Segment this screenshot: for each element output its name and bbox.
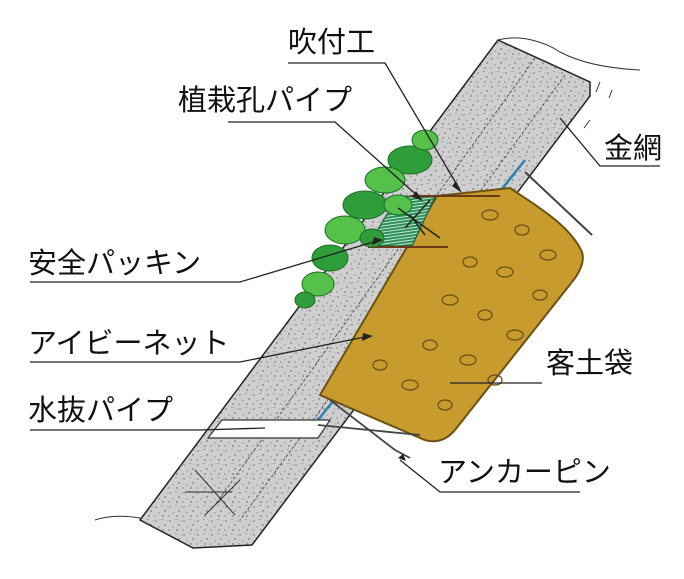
soil-bag (318, 186, 584, 443)
anchor-pins-lower (317, 399, 421, 459)
ivy-foliage (294, 129, 439, 309)
bottom-rebar-marks (185, 469, 241, 516)
soil-bag-pebbles (372, 209, 557, 411)
label-soil-bag: 客土袋 (546, 346, 633, 380)
label-anchor-pin: アンカーピン (438, 455, 611, 489)
label-drain-pipe: 水抜パイプ (28, 393, 173, 427)
label-ivy-net: アイビーネット (28, 326, 230, 360)
leader-lines (30, 62, 660, 493)
label-planting-pipe: 植栽孔パイプ (178, 83, 352, 117)
anchor-pins-right (524, 171, 593, 236)
leader-arrowheads (362, 181, 462, 461)
label-wire-mesh: 金網 (604, 131, 662, 165)
label-shotcrete: 吹付工 (288, 25, 375, 59)
label-safety-packing: 安全パッキン (28, 246, 201, 280)
drain-pipe (206, 419, 332, 439)
planting-hole-pipe (368, 195, 500, 248)
ivy-stems (397, 199, 441, 239)
